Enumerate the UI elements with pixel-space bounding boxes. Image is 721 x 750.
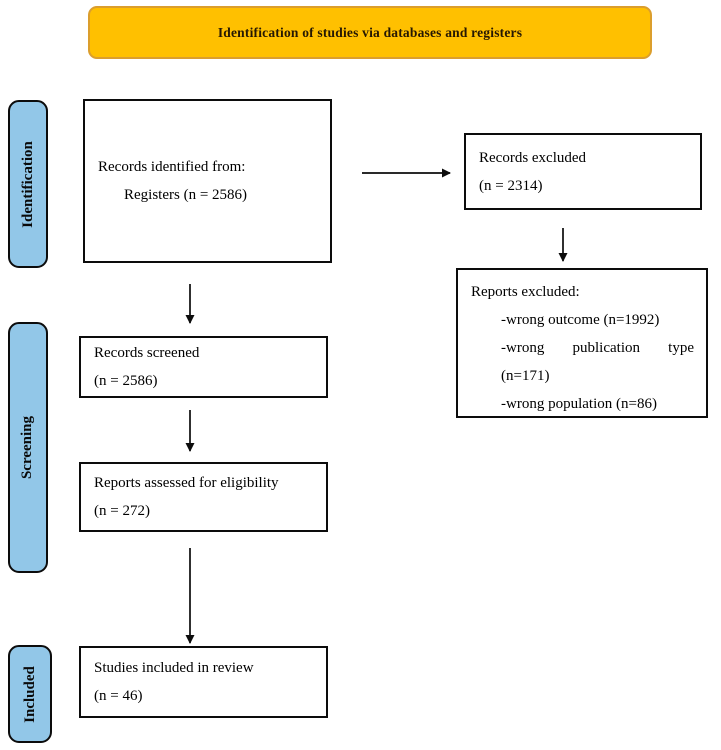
box-records-excluded: Records excluded (n = 2314) <box>464 133 702 210</box>
records-identified-line1: Records identified from: <box>98 159 246 175</box>
stage-identification-label: Identification <box>19 140 36 228</box>
banner: Identification of studies via databases … <box>88 6 652 59</box>
stage-identification: Identification <box>8 100 48 268</box>
reports-assessed-line2: (n = 272) <box>94 503 150 519</box>
reports-excluded-item: -wrong publication type (n=171) <box>501 340 694 384</box>
reports-excluded-item: -wrong population (n=86) <box>501 396 657 412</box>
reports-excluded-title: Reports excluded: <box>471 284 580 300</box>
box-records-screened: Records screened (n = 2586) <box>79 336 328 398</box>
box-reports-excluded: Reports excluded: -wrong outcome (n=1992… <box>456 268 708 418</box>
records-excluded-line2: (n = 2314) <box>479 177 543 194</box>
stage-screening: Screening <box>8 322 48 573</box>
records-identified-line2: Registers (n = 2586) <box>124 187 248 203</box>
stage-screening-label: Screening <box>19 415 36 480</box>
studies-included-line1: Studies included in review <box>94 660 254 676</box>
reports-assessed-line1: Reports assessed for eligibility <box>94 475 279 491</box>
banner-title: Identification of studies via databases … <box>217 24 523 40</box>
reports-excluded-item: -wrong outcome (n=1992) <box>501 312 660 328</box>
box-records-identified: Records identified from: Registers (n = … <box>83 99 332 263</box>
studies-included-line2: (n = 46) <box>94 688 143 704</box>
records-screened-line2: (n = 2586) <box>94 373 158 389</box>
box-studies-included: Studies included in review (n = 46) <box>79 646 328 718</box>
stage-included-label: Included <box>21 665 38 723</box>
records-excluded-line1: Records excluded <box>479 149 587 166</box>
box-reports-assessed: Reports assessed for eligibility (n = 27… <box>79 462 328 532</box>
stage-included: Included <box>8 645 52 743</box>
records-screened-line1: Records screened <box>94 345 200 361</box>
